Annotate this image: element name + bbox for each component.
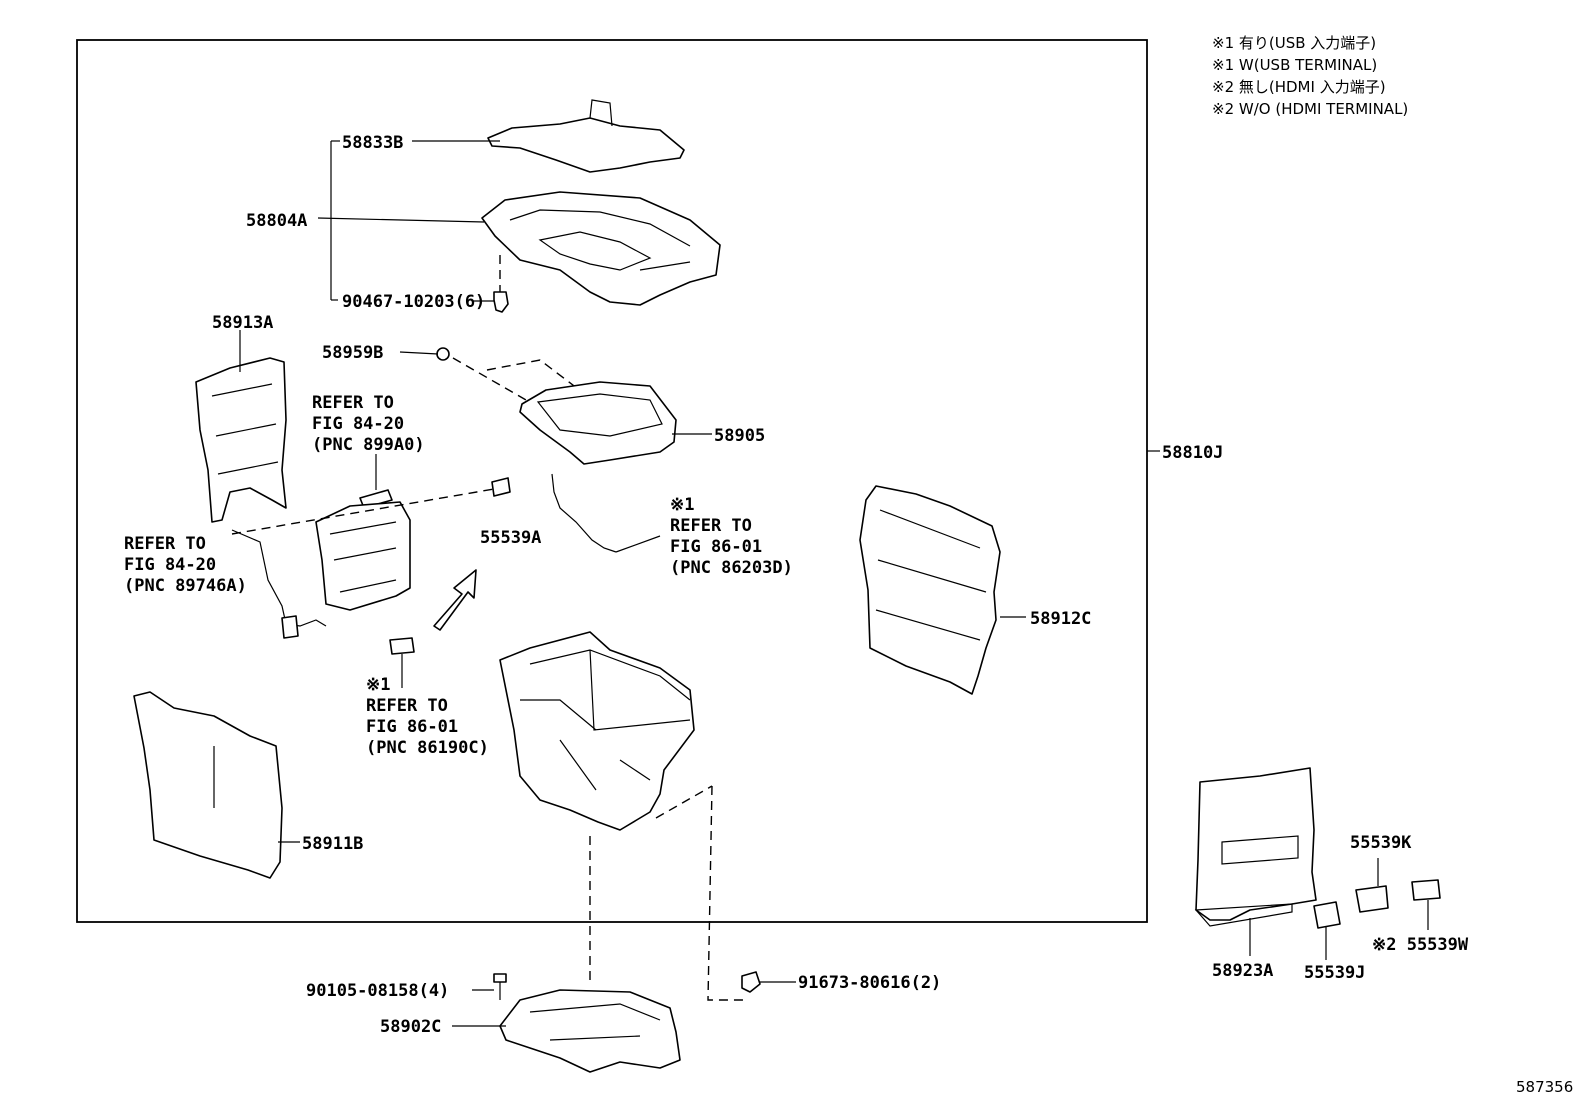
label-55539A: 55539A	[480, 528, 541, 548]
part-55539A-shape	[491, 477, 511, 497]
ref-line: FIG 86-01	[366, 717, 458, 737]
label-58902C: 58902C	[380, 1017, 441, 1037]
ref-line: ※1	[670, 495, 694, 515]
ref-89746A: REFER TO FIG 84-20 (PNC 89746A)	[124, 534, 247, 596]
legend-line-1: ※1 有り(USB 入力端子)	[1212, 34, 1376, 52]
connector-899A0-shape	[359, 454, 393, 509]
ref-line: REFER TO	[366, 696, 448, 716]
ref-line: FIG 84-20	[312, 414, 404, 434]
label-55539J: 55539J	[1304, 963, 1365, 983]
legend-line-3: ※2 無し(HDMI 入力端子)	[1212, 78, 1386, 96]
bracket-shape	[315, 501, 411, 611]
cable-86203D	[551, 473, 617, 553]
screw-90467-shape	[493, 255, 509, 313]
legend-line-4: ※2 W/O (HDMI TERMINAL)	[1212, 100, 1408, 118]
part-58902C-shape	[499, 989, 681, 1073]
label-90105: 90105-08158(4)	[306, 981, 449, 1001]
figure-id: 587356	[1516, 1078, 1573, 1096]
assembly-frame	[76, 39, 1148, 923]
part-58959B-shape	[436, 347, 450, 361]
label-91673: 91673-80616(2)	[798, 973, 941, 993]
part-58905-shape	[519, 381, 677, 465]
label-58905: 58905	[714, 426, 765, 446]
label-55539K: 55539K	[1350, 833, 1412, 853]
part-58923A-shape	[1194, 767, 1317, 927]
leader	[615, 535, 661, 553]
ref-86203D: ※1 REFER TO FIG 86-01 (PNC 86203D)	[670, 495, 793, 578]
part-58913A-shape	[195, 357, 287, 523]
ref-899A0: REFER TO FIG 84-20 (PNC 899A0)	[312, 393, 425, 455]
ref-line: FIG 86-01	[670, 537, 762, 557]
ref-line: (PNC 899A0)	[312, 435, 425, 455]
dash-line	[231, 487, 501, 535]
ref-line: REFER TO	[670, 516, 752, 536]
bolt-90105-shape	[493, 973, 507, 1000]
part-58912C-shape	[859, 485, 1001, 695]
label-58959B: 58959B	[322, 343, 383, 363]
label-58804A: 58804A	[246, 211, 307, 231]
label-58923A: 58923A	[1212, 961, 1273, 981]
dash-line	[655, 785, 713, 819]
bolt-91673-shape	[741, 971, 761, 993]
harness-connector	[281, 615, 299, 639]
ref-line: (PNC 86203D)	[670, 558, 793, 578]
ref-line: ※1	[366, 675, 390, 695]
label-58913A: 58913A	[212, 313, 273, 333]
legend-line-2: ※1 W(USB TERMINAL)	[1212, 56, 1377, 74]
part-55539J-shape	[1313, 901, 1341, 929]
label-58911B: 58911B	[302, 834, 363, 854]
connector-86190C-shape	[389, 637, 415, 688]
assembly-arrow	[433, 569, 477, 631]
harness-89746A	[231, 529, 327, 627]
label-58912C: 58912C	[1030, 609, 1091, 629]
label-90467: 90467-10203(6)	[342, 292, 485, 312]
part-55539W-shape	[1411, 879, 1441, 901]
label-55539W: ※2 55539W	[1372, 935, 1469, 955]
label-58810J: 58810J	[1162, 443, 1223, 463]
dash-line	[486, 359, 583, 393]
dash-line	[452, 357, 541, 409]
dash-line	[707, 785, 744, 1001]
part-58804A-shape	[481, 191, 721, 306]
ref-line: FIG 84-20	[124, 555, 216, 575]
part-58833B-shape	[487, 99, 685, 173]
leader-lines	[239, 140, 1429, 1027]
ref-line: REFER TO	[124, 534, 206, 554]
ref-86190C: ※1 REFER TO FIG 86-01 (PNC 86190C)	[366, 675, 489, 758]
part-55539K-shape	[1355, 885, 1389, 913]
ref-line: (PNC 89746A)	[124, 576, 247, 596]
part-58911B-shape	[133, 691, 283, 879]
ref-line: REFER TO	[312, 393, 394, 413]
console-box-shape	[499, 631, 695, 831]
label-58833B: 58833B	[342, 133, 403, 153]
ref-line: (PNC 86190C)	[366, 738, 489, 758]
legend: ※1 有り(USB 入力端子) ※1 W(USB TERMINAL) ※2 無し…	[1212, 34, 1408, 118]
